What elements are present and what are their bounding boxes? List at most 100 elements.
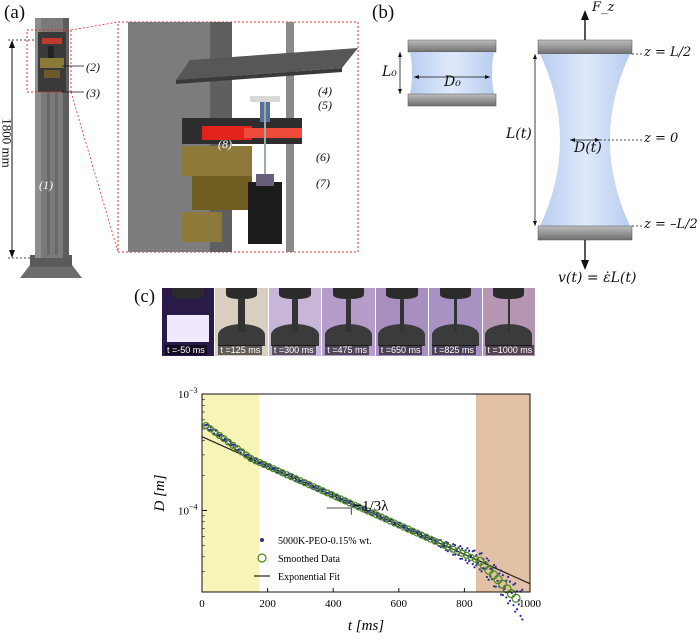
raw-data-point	[218, 433, 221, 437]
raw-data-point	[485, 557, 489, 560]
raw-data-point	[507, 575, 510, 579]
smoothed-data-point	[404, 525, 412, 533]
smoothed-data-point	[260, 461, 268, 469]
raw-data-point	[393, 521, 396, 524]
raw-data-point	[402, 526, 405, 530]
smoothed-data-point	[377, 513, 385, 521]
tower-height-label: 1800 mm	[0, 118, 15, 168]
raw-data-point	[402, 524, 405, 527]
raw-data-point	[476, 561, 480, 565]
raw-data-point	[259, 462, 262, 465]
shaded-region	[202, 394, 260, 592]
video-frame: t =825 ms	[428, 288, 482, 356]
raw-data-point	[478, 552, 481, 555]
raw-data-point	[494, 565, 497, 568]
x-tick-label: 0	[199, 598, 205, 610]
frame-time-label: t =125 ms	[218, 345, 263, 355]
raw-data-point	[321, 490, 324, 493]
smoothed-data-point	[341, 497, 349, 505]
smoothed-data-point	[382, 515, 390, 523]
smoothed-data-point	[427, 535, 435, 543]
smoothed-data-point	[251, 457, 259, 465]
smoothed-data-point	[211, 428, 219, 436]
smoothed-data-point	[314, 485, 322, 493]
raw-data-point	[471, 562, 474, 566]
smoothed-data-point	[422, 533, 430, 541]
callout-7: (7)	[316, 176, 330, 190]
legend-marker-raw	[260, 538, 264, 542]
x-tick-label: 1000	[519, 598, 542, 610]
raw-data-point	[420, 535, 423, 538]
raw-data-point	[501, 574, 504, 577]
raw-data-point	[469, 554, 473, 558]
raw-data-point	[487, 578, 490, 581]
raw-data-point	[517, 603, 520, 606]
smoothed-data-point	[296, 477, 304, 485]
smoothed-data-point	[319, 487, 327, 495]
label-Fz: F_z	[592, 0, 615, 15]
label-velocity: v(t) = ε̇L(t)	[558, 270, 637, 286]
raw-data-point	[478, 568, 481, 571]
raw-data-point	[519, 614, 522, 618]
smoothed-data-point	[229, 441, 237, 449]
raw-data-point	[443, 545, 446, 548]
smoothed-data-point	[220, 435, 228, 443]
raw-data-point	[512, 583, 515, 586]
raw-data-point	[452, 553, 455, 556]
smoothed-data-point	[364, 507, 372, 515]
smoothed-data-point	[256, 459, 264, 467]
stretching-schematic	[398, 10, 642, 270]
raw-data-point	[236, 449, 239, 452]
smoothed-data-point	[462, 551, 471, 559]
raw-data-point	[464, 559, 467, 562]
smoothed-data-point	[350, 501, 358, 509]
raw-data-point	[489, 567, 492, 570]
raw-data-point	[361, 508, 365, 511]
raw-data-point	[515, 608, 519, 611]
raw-data-point	[512, 604, 515, 607]
raw-data-point	[213, 432, 216, 435]
raw-data-point	[459, 544, 462, 548]
raw-data-point	[459, 557, 462, 560]
x-axis-label: t [ms]	[348, 618, 384, 634]
raw-data-point	[221, 439, 225, 442]
raw-data-point	[446, 541, 450, 545]
raw-data-point	[492, 563, 496, 567]
raw-data-point	[453, 544, 457, 547]
raw-data-point	[218, 435, 221, 438]
smoothed-data-point	[274, 467, 282, 475]
raw-data-point	[393, 523, 396, 526]
raw-data-point	[280, 472, 283, 475]
slope-annotation: −1/3λ	[354, 498, 390, 514]
smoothed-data-point	[409, 527, 417, 535]
raw-data-point	[505, 596, 508, 599]
raw-data-point	[496, 579, 499, 582]
raw-data-point	[331, 492, 334, 495]
x-tick-label: 400	[325, 598, 342, 610]
raw-data-point	[521, 618, 524, 621]
x-tick-label: 600	[391, 598, 408, 610]
label-z-top: z = L/2	[644, 45, 692, 60]
video-frame: t =1000 ms	[481, 288, 535, 356]
smoothed-data-point	[328, 491, 336, 499]
smoothed-data-point	[287, 473, 295, 481]
raw-data-point	[335, 497, 338, 500]
raw-data-point	[468, 549, 471, 552]
callout-3: (3)	[86, 86, 100, 100]
label-z-mid: z = 0	[644, 131, 679, 146]
smoothed-data-point	[458, 549, 466, 557]
raw-data-point	[335, 493, 338, 497]
raw-data-point	[480, 570, 483, 573]
smoothed-data-point	[386, 517, 394, 525]
raw-data-point	[514, 582, 517, 585]
raw-data-point	[475, 564, 478, 567]
plot-frame	[201, 393, 531, 593]
raw-data-point	[492, 585, 496, 588]
slope-triangle	[326, 507, 352, 515]
frame-time-label: t =-50 ms	[165, 345, 207, 355]
x-tick-label: 200	[259, 598, 276, 610]
smoothed-data-point	[337, 495, 345, 503]
smoothed-data-point	[278, 469, 286, 477]
smoothed-data-point	[224, 438, 233, 446]
